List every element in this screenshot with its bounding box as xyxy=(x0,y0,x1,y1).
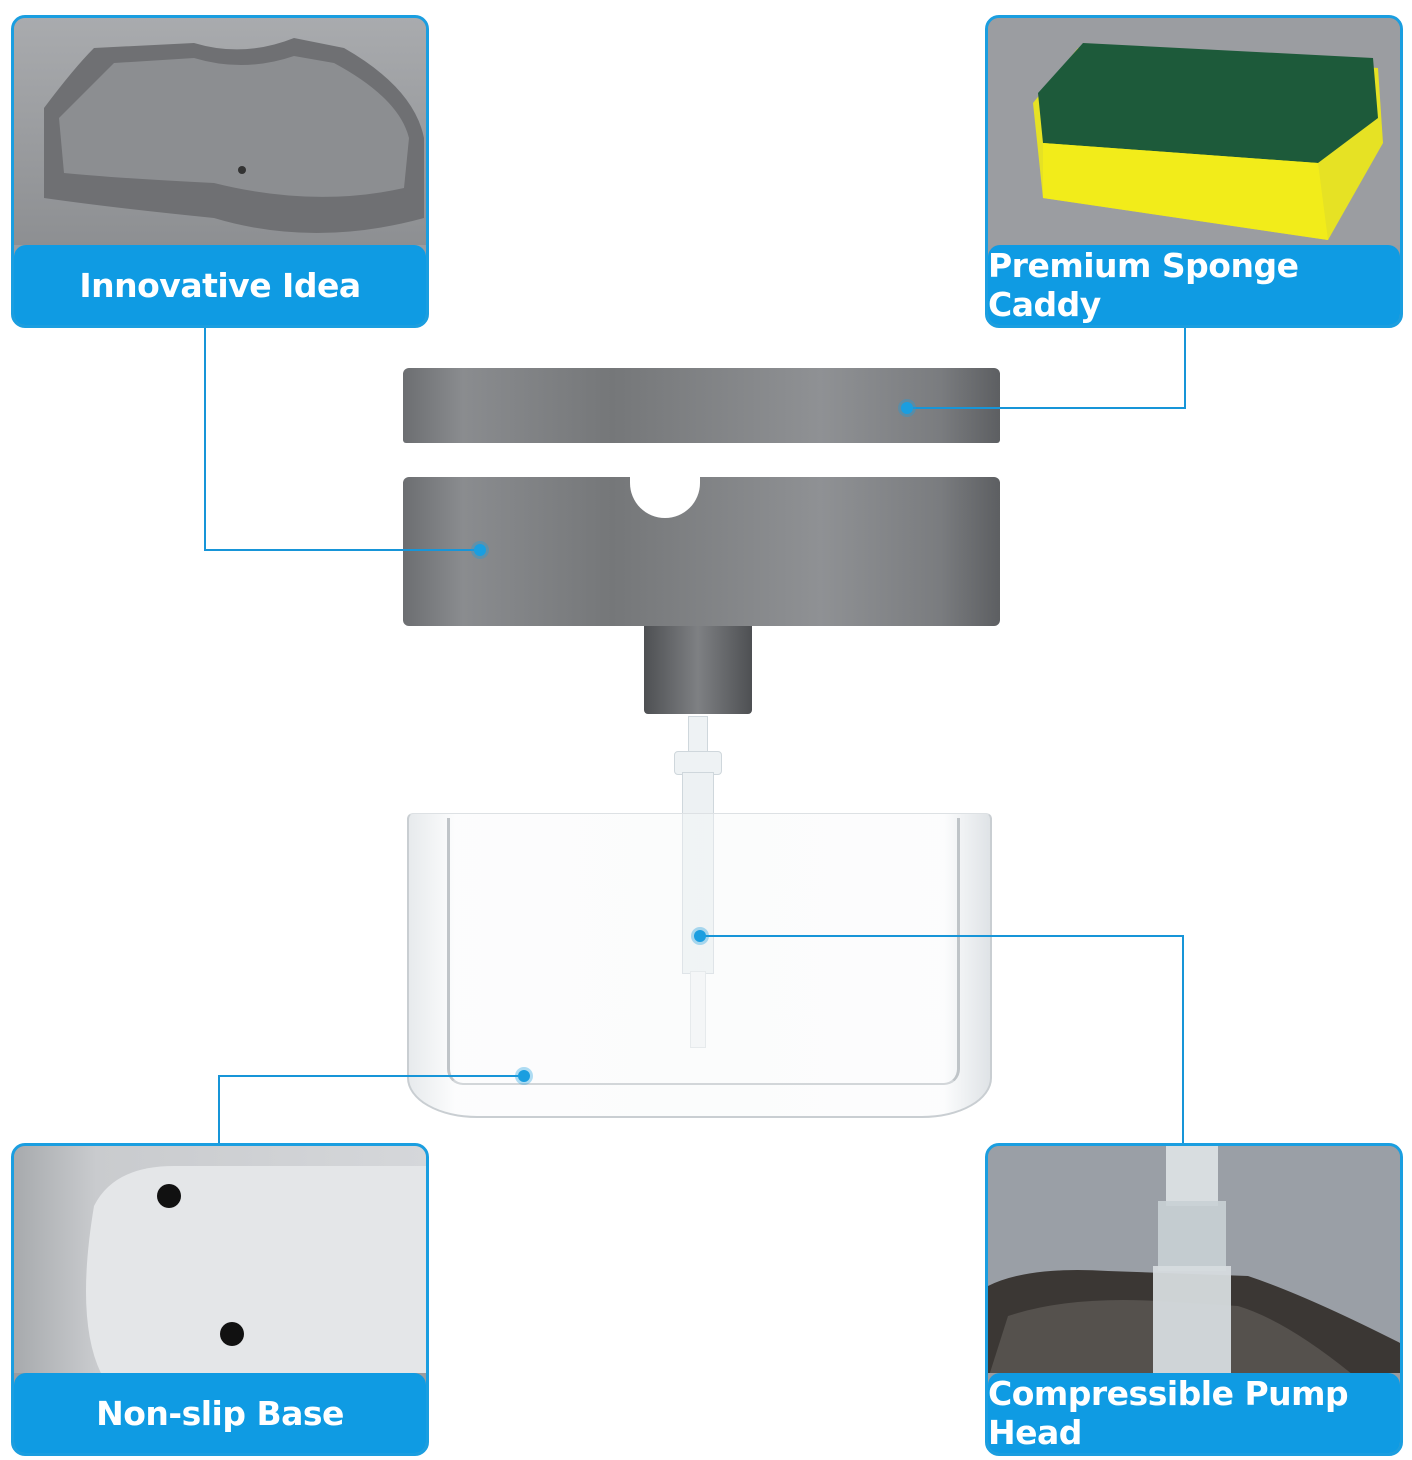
connector-pump-head-horizontal xyxy=(700,935,1184,937)
panel-label: Premium Sponge Caddy xyxy=(988,245,1400,325)
sponge-tray-image xyxy=(44,38,424,233)
panel-label: Non-slip Base xyxy=(14,1373,426,1453)
reservoir-inner-wall xyxy=(447,818,960,1085)
clear-soap-reservoir xyxy=(407,813,992,1118)
panel-premium-sponge-caddy: Premium Sponge Caddy xyxy=(985,15,1403,328)
connector-innovative-idea-horizontal xyxy=(204,549,480,551)
sponge-photo xyxy=(988,18,1400,245)
sponge-tray-lid xyxy=(403,368,1000,443)
connector-sponge-caddy-vertical xyxy=(1184,328,1186,409)
connector-pump-head-vertical xyxy=(1182,935,1184,1143)
panel-label: Compressible Pump Head xyxy=(988,1373,1400,1453)
connector-innovative-idea-vertical xyxy=(204,328,206,550)
base-image xyxy=(86,1166,426,1373)
base-photo xyxy=(14,1146,426,1373)
connector-non-slip-base-vertical xyxy=(218,1075,220,1143)
panel-innovative-idea: Innovative Idea xyxy=(11,15,429,328)
pump-nozzle xyxy=(644,626,752,714)
sponge-image xyxy=(1033,43,1383,240)
panel-label: Innovative Idea xyxy=(14,245,426,325)
pump-closeup-image xyxy=(988,1146,1400,1373)
pump-photo xyxy=(988,1146,1400,1373)
connector-sponge-caddy-horizontal xyxy=(907,407,1186,409)
panel-compressible-pump-head: Compressible Pump Head xyxy=(985,1143,1403,1456)
panel-non-slip-base: Non-slip Base xyxy=(11,1143,429,1456)
connector-non-slip-base-horizontal xyxy=(218,1075,524,1077)
marker-dot-pump xyxy=(694,930,706,942)
marker-dot-lid xyxy=(901,402,913,414)
pump-housing xyxy=(403,477,1000,626)
marker-dot-base xyxy=(518,1070,530,1082)
marker-dot-housing xyxy=(474,544,486,556)
tray-photo xyxy=(14,18,426,245)
